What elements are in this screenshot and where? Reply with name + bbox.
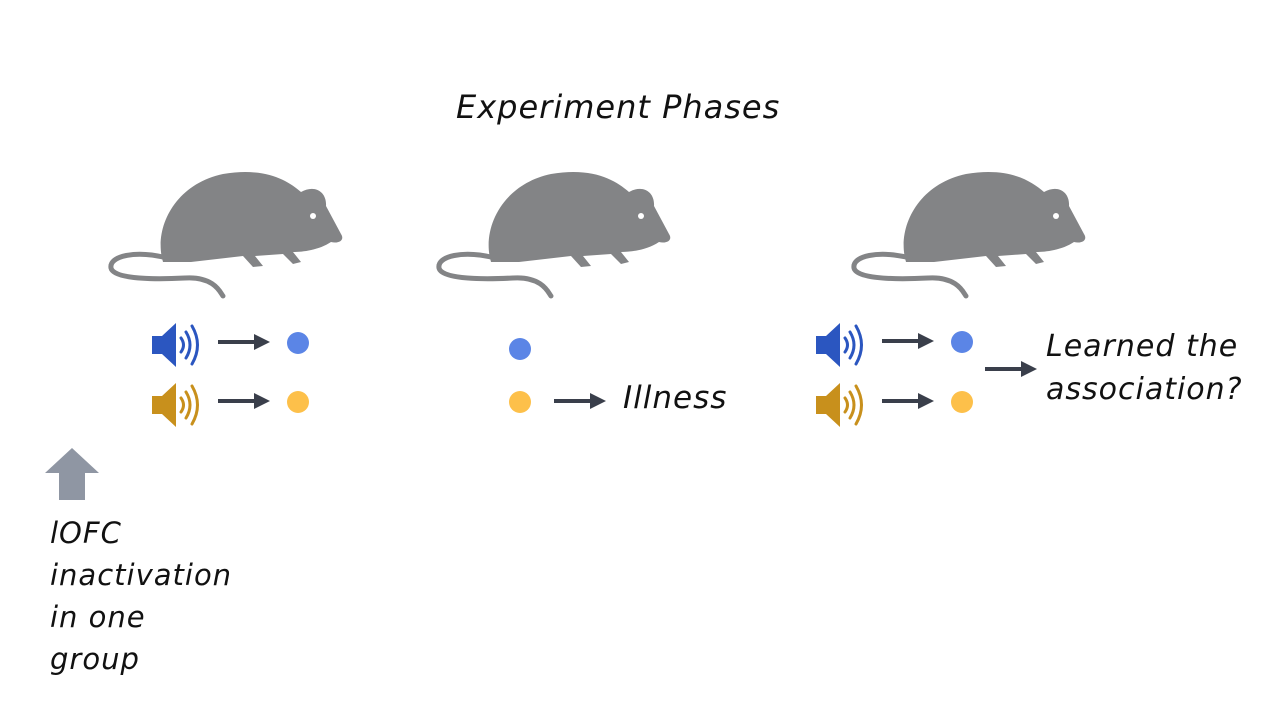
stimulus-dot-orange-phase3 [951,391,973,413]
note-line: in one [50,600,146,634]
illness-label: Illness [623,380,728,416]
arrow-icon-phase2 [554,393,606,409]
inactivation-note: lOFC inactivation in one group [50,512,280,680]
rat-icon-phase1 [108,172,343,299]
arrow-icon-phase3-blue [882,333,934,349]
speaker-icon-orange-phase1 [152,383,199,427]
note-line: lOFC [50,516,122,550]
arrow-icon-phase1-orange [218,393,270,409]
rat-icon-phase3 [851,172,1086,299]
speaker-icon-blue-phase1 [152,323,199,367]
arrow-icon-phase3-result [985,361,1037,377]
diagram-title: Experiment Phases [456,88,781,126]
speaker-icon-blue-phase3 [816,323,863,367]
arrow-icon-phase1-blue [218,334,270,350]
question-line-1: Learned the [1046,329,1239,364]
question-line-2: association? [1046,372,1243,407]
note-line: inactivation [50,558,233,592]
speaker-icon-orange-phase3 [816,383,863,427]
arrow-icon-phase3-orange [882,393,934,409]
stimulus-dot-blue-phase3 [951,331,973,353]
up-arrow-icon [45,448,99,500]
rat-icon-phase2 [436,172,671,299]
note-line: group [50,642,140,676]
learned-association-question: Learned the association? [1046,325,1256,411]
stimulus-dot-blue-phase2 [509,338,531,360]
stimulus-dot-blue-phase1 [287,332,309,354]
stimulus-dot-orange-phase1 [287,391,309,413]
stimulus-dot-orange-phase2 [509,391,531,413]
